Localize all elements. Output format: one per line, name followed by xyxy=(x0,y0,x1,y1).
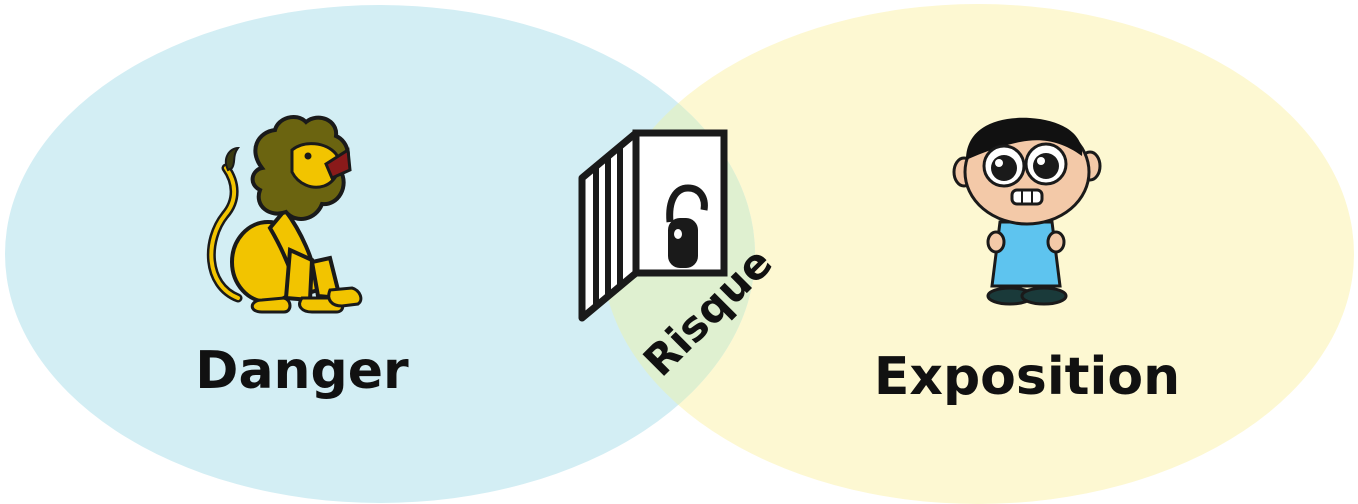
danger-label: Danger xyxy=(195,341,409,401)
exposition-label: Exposition xyxy=(874,347,1180,407)
